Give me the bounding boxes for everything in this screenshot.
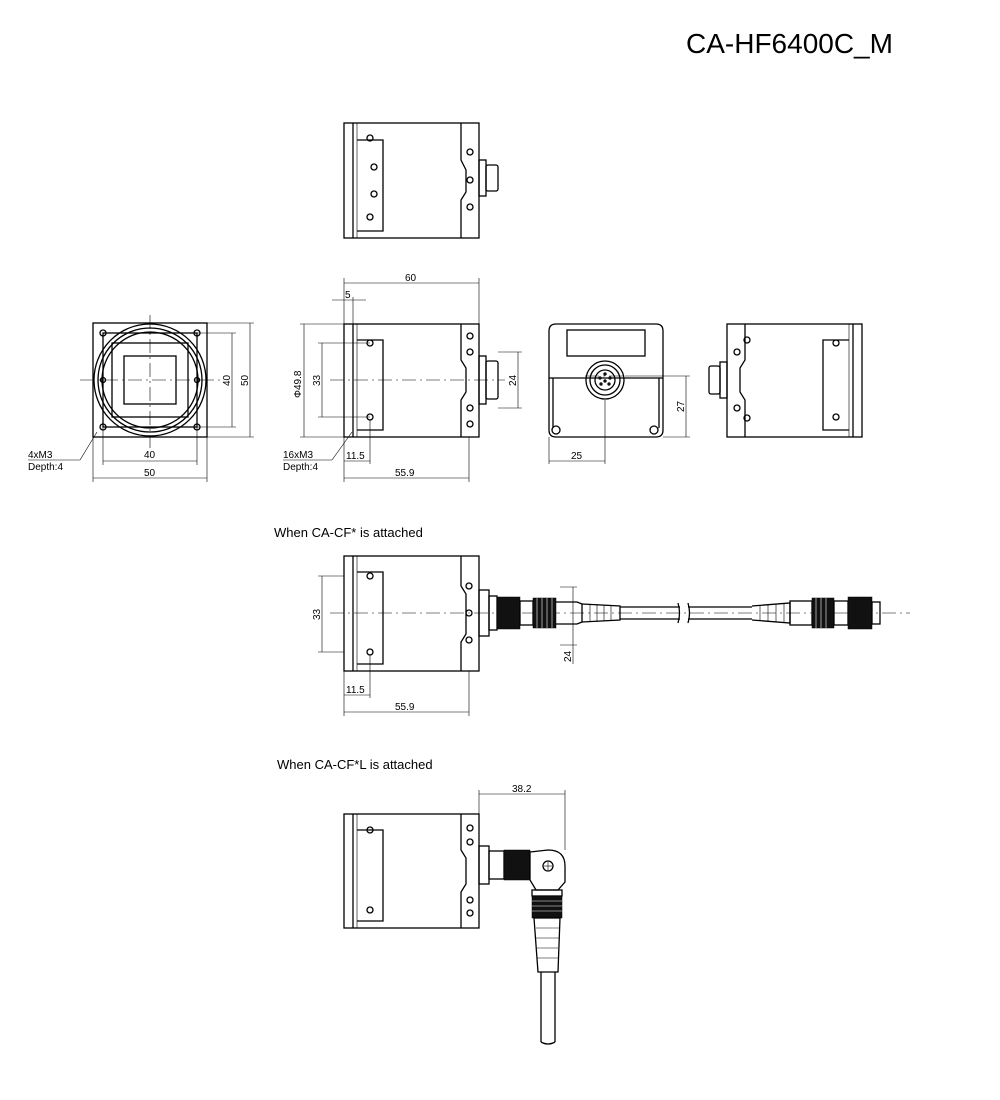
dim-cf-33: 33 (312, 608, 323, 620)
dim-cfl-38-2: 38.2 (512, 784, 532, 795)
dim-side-5: 5 (345, 290, 351, 301)
dim-cf-55-9: 55.9 (395, 702, 415, 713)
cfl-attached-view: 38.2 (343, 784, 566, 1045)
dim-side-60: 60 (405, 273, 417, 284)
side-view: 60 5 Φ49.8 33 24 16xM3 Depth:4 11.5 55.9 (283, 273, 522, 482)
dim-front-holes: 4xM3 (28, 450, 53, 461)
model-title: CA-HF6400C_M (686, 28, 893, 59)
dim-front-50-vertical: 50 (240, 374, 251, 386)
front-view: 40 50 40 50 4xM3 Depth:4 (28, 315, 254, 482)
caption-cf-attached: When CA-CF* is attached (274, 525, 423, 540)
dim-side-33: 33 (312, 374, 323, 386)
other-side-view (708, 323, 863, 438)
rear-view: 27 25 (548, 323, 690, 464)
dim-rear-27: 27 (676, 400, 687, 412)
dim-side-24: 24 (508, 374, 519, 386)
caption-cfl-attached: When CA-CF*L is attached (277, 757, 433, 772)
dim-side-holes-depth: Depth:4 (283, 462, 318, 473)
dim-front-40-vertical: 40 (222, 374, 233, 386)
dim-cf-24: 24 (563, 650, 574, 662)
dim-front-40-horizontal: 40 (144, 450, 156, 461)
dim-front-holes-depth: Depth:4 (28, 462, 63, 473)
dim-side-diameter: Φ49.8 (293, 370, 304, 398)
top-view (343, 122, 499, 239)
dim-cf-11-5: 11.5 (346, 685, 365, 696)
dim-side-11-5: 11.5 (346, 451, 365, 462)
dim-side-holes: 16xM3 (283, 450, 313, 461)
dim-side-55-9: 55.9 (395, 468, 415, 479)
cf-attached-view: 33 24 11.5 55.9 (312, 555, 910, 716)
dim-front-50-horizontal: 50 (144, 468, 156, 479)
dim-rear-25: 25 (571, 451, 583, 462)
